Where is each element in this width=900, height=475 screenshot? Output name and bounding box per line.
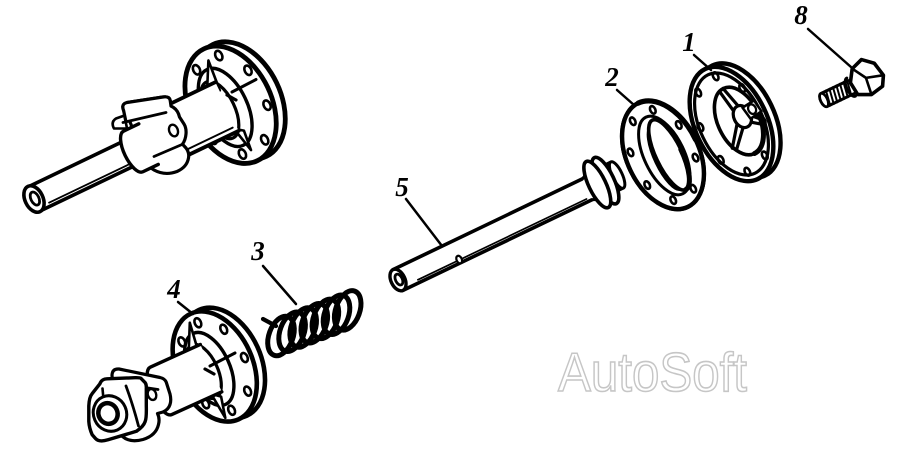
svg-text:3: 3 <box>250 236 265 266</box>
svg-text:AutoSoft: AutoSoft <box>558 341 747 403</box>
svg-text:2: 2 <box>604 62 619 92</box>
svg-text:4: 4 <box>166 274 181 304</box>
svg-text:8: 8 <box>794 0 808 30</box>
svg-text:1: 1 <box>682 27 696 57</box>
svg-text:5: 5 <box>395 172 409 202</box>
